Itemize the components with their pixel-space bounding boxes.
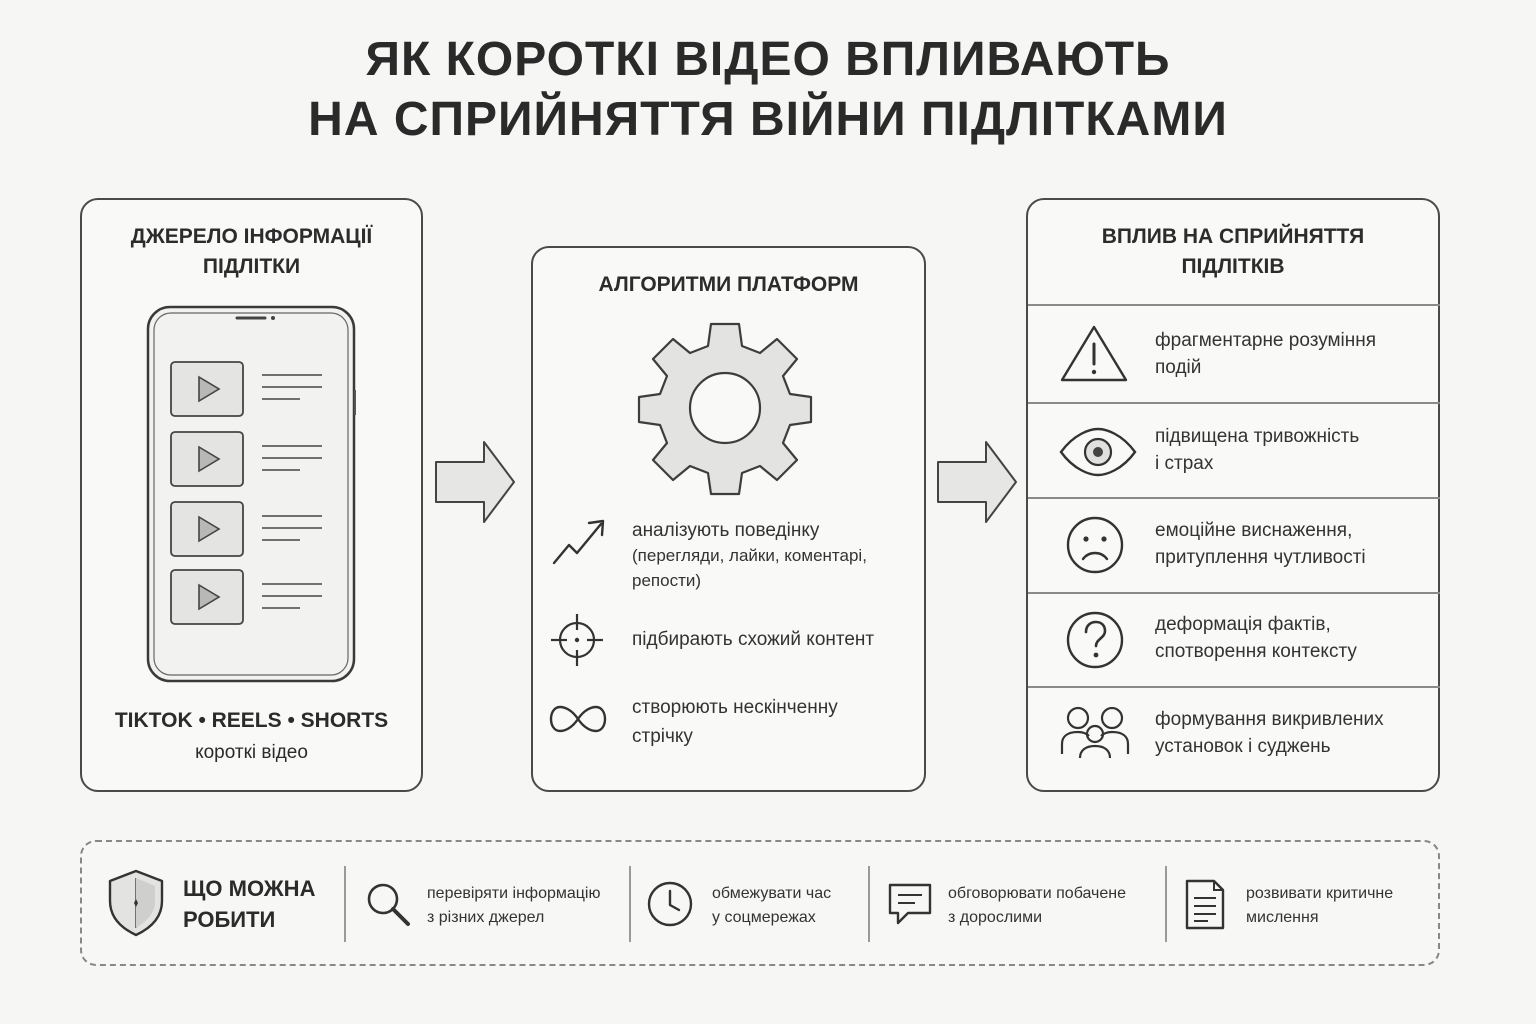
impact-divider xyxy=(1028,686,1440,688)
clock-icon xyxy=(647,881,693,927)
target-icon xyxy=(551,614,603,666)
impact-item-distortion: деформація фактів, спотворення контексту xyxy=(1155,614,1357,662)
impact-divider xyxy=(1028,497,1440,499)
actions-title: ЩО МОЖНА РОБИТИ xyxy=(183,876,316,932)
impact-divider xyxy=(1028,304,1440,306)
arrow-right-icon xyxy=(435,441,515,523)
search-icon xyxy=(367,883,410,926)
impact-item-exhaustion: емоційне виснаження, притуплення чутливо… xyxy=(1155,520,1366,568)
impact-divider xyxy=(1028,402,1440,404)
action-item-limit-time: обмежувати час у соцмережах xyxy=(712,885,832,926)
trend-up-icon xyxy=(552,519,605,565)
sad-face-icon xyxy=(1066,516,1124,574)
platforms-label: TIKTOK • REELS • SHORTS xyxy=(114,709,389,732)
title-line-1: ЯК КОРОТКІ ВІДЕО ВПЛИВАЮТЬ xyxy=(365,33,1171,86)
actions-bar: ЩО МОЖНА РОБИТИ перевіряти інформацію з … xyxy=(80,840,1440,966)
actions-divider xyxy=(868,866,870,942)
impact-item-beliefs: формування викривлених установок і судже… xyxy=(1155,709,1384,757)
short-video-caption: короткі відео xyxy=(195,742,308,763)
actions-divider xyxy=(629,866,631,942)
action-item-discuss: обговорювати побачене з дорослими xyxy=(948,885,1127,926)
algorithms-panel: АЛГОРИТМИ ПЛАТФОРМ аналізують поведінку … xyxy=(531,246,926,792)
impact-panel: ВПЛИВ НА СПРИЙНЯТТЯ ПІДЛІТКІВ фрагментар… xyxy=(1026,198,1440,792)
title-line-2: НА СПРИЙНЯТТЯ ВІЙНИ ПІДЛІТКАМИ xyxy=(308,93,1228,146)
algorithm-item-analyze: аналізують поведінку xyxy=(632,520,820,541)
gear-icon xyxy=(637,322,813,496)
actions-divider xyxy=(1165,866,1167,942)
actions-divider xyxy=(344,866,346,942)
impact-panel-title: ВПЛИВ НА СПРИЙНЯТТЯ ПІДЛІТКІВ xyxy=(1101,225,1365,278)
impact-divider xyxy=(1028,592,1440,594)
algorithm-item-analyze-detail: (перегляди, лайки, коментарі, репости) xyxy=(632,546,867,590)
question-icon xyxy=(1066,611,1124,669)
chat-icon xyxy=(888,883,932,925)
source-panel: ДЖЕРЕЛО ІНФОРМАЦІЇ ПІДЛІТКИ xyxy=(80,198,423,792)
smartphone-icon xyxy=(146,305,356,683)
impact-item-anxiety: підвищена тривожність і страх xyxy=(1155,426,1360,474)
document-icon xyxy=(1185,879,1225,930)
algorithm-item-feed: створюють нескінченну стрічку xyxy=(632,697,838,747)
infinity-icon xyxy=(549,705,607,733)
action-item-verify: перевіряти інформацію з різних джерел xyxy=(427,885,601,926)
people-icon xyxy=(1060,706,1130,759)
source-panel-title: ДЖЕРЕЛО ІНФОРМАЦІЇ ПІДЛІТКИ xyxy=(130,225,373,278)
page-title: ЯК КОРОТКІ ВІДЕО ВПЛИВАЮТЬ НА СПРИЙНЯТТЯ… xyxy=(0,30,1536,150)
shield-icon xyxy=(108,869,164,937)
action-item-critical-thinking: розвивати критичне мислення xyxy=(1246,885,1394,926)
algorithms-panel-title: АЛГОРИТМИ ПЛАТФОРМ xyxy=(598,273,859,296)
algorithm-item-match: підбирають схожий контент xyxy=(632,629,875,650)
warning-icon xyxy=(1060,325,1128,382)
video-list xyxy=(170,361,322,625)
eye-icon xyxy=(1059,427,1137,477)
impact-item-fragmented: фрагментарне розуміння подій xyxy=(1155,330,1377,378)
arrow-right-icon xyxy=(937,441,1017,523)
